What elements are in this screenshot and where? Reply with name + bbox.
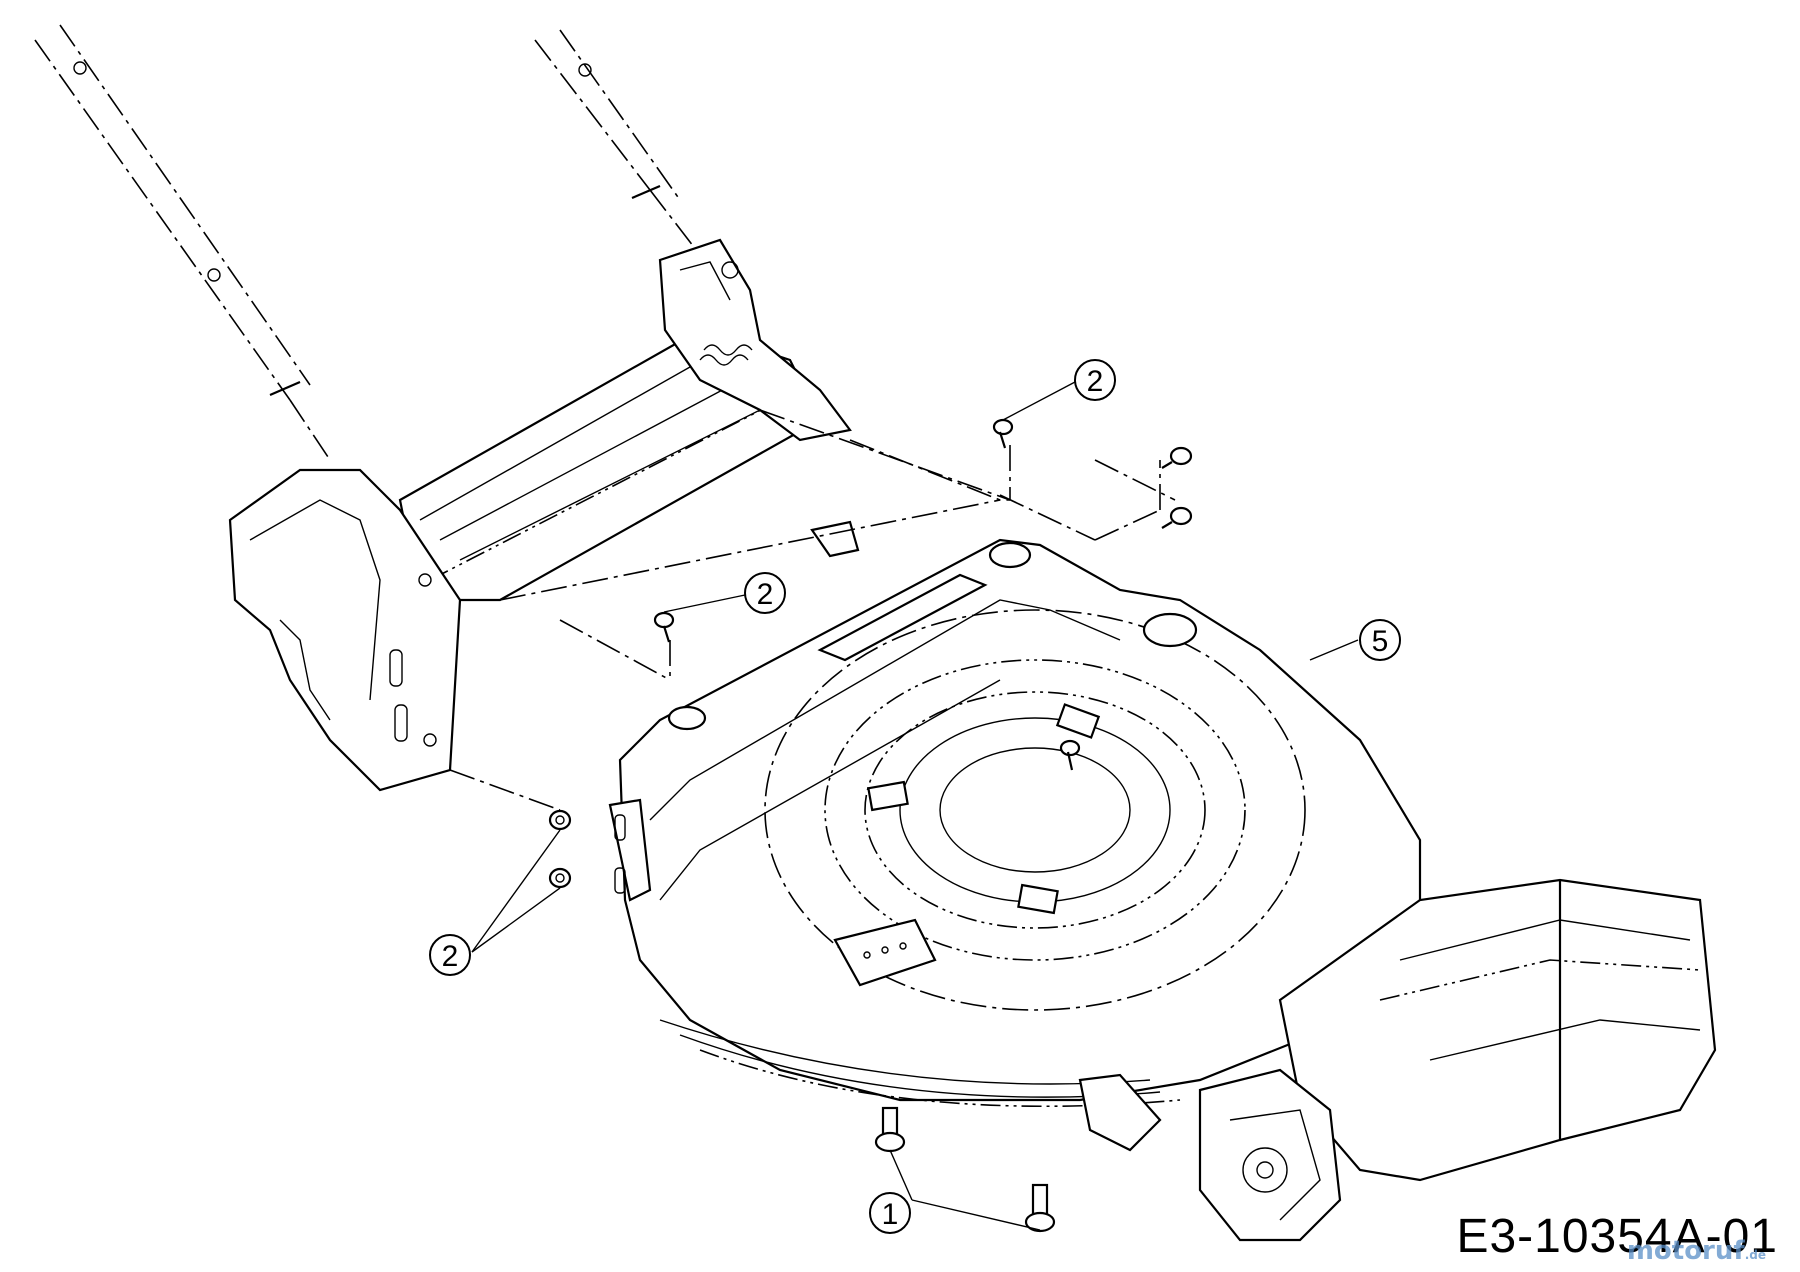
svg-text:2: 2 <box>757 578 774 611</box>
watermark-logo: motoruf.de <box>1627 1236 1766 1266</box>
bolt-icon <box>1024 1183 1056 1233</box>
screw-icon <box>548 809 572 831</box>
svg-text:5: 5 <box>1372 625 1389 658</box>
callout-1: 1 <box>869 1149 1041 1234</box>
callout-5: 5 <box>1309 619 1401 661</box>
screw-icon <box>653 611 675 643</box>
bolt-icon <box>874 1106 906 1153</box>
svg-text:2: 2 <box>442 940 459 973</box>
svg-text:1: 1 <box>882 1198 899 1231</box>
drawing-number: E3-10354A-01 <box>1456 1210 1778 1263</box>
assembly-lines <box>449 409 1176 811</box>
screws <box>548 418 1193 889</box>
svg-text:2: 2 <box>1087 365 1104 398</box>
screw-icon <box>548 867 572 889</box>
callout-2-top: 2 <box>1002 359 1116 421</box>
screw-icon <box>1161 446 1193 469</box>
discharge-chute <box>1278 878 1717 1182</box>
rear-axle-frame <box>228 238 860 792</box>
watermark-suffix: .de <box>1744 1248 1766 1262</box>
mower-deck <box>608 538 1422 1108</box>
screw-icon <box>992 418 1014 449</box>
callout-2-middle: 2 <box>663 572 786 614</box>
front-wheel-bracket <box>1078 1068 1342 1242</box>
screw-icon <box>1059 739 1081 771</box>
callout-2-left: 2 <box>429 829 561 976</box>
screw-icon <box>1161 506 1193 529</box>
bolts <box>874 1106 1056 1233</box>
handle-tubes <box>34 24 701 461</box>
watermark-brand: motoruf <box>1626 1236 1745 1266</box>
